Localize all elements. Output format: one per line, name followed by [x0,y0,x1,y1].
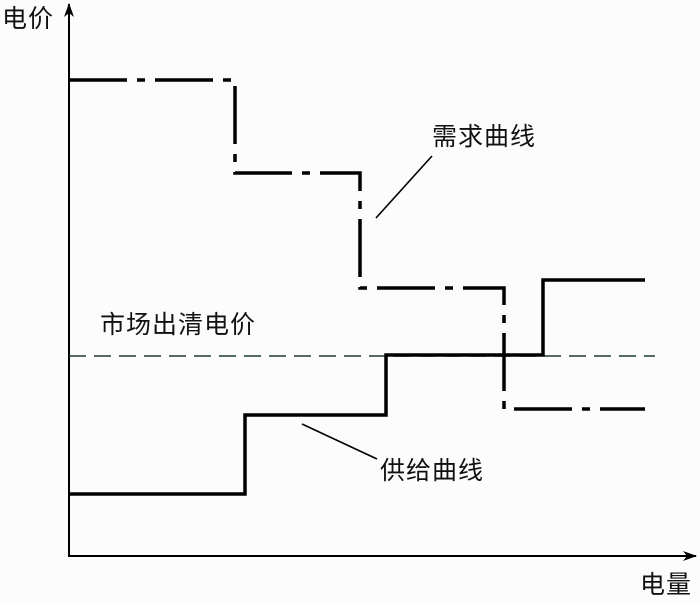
supply-leader-line [301,423,378,460]
x-axis-label: 电量 [640,570,693,599]
axes [64,3,697,561]
y-axis-label: 电价 [2,4,55,33]
clearing-price-label: 市场出清电价 [100,310,257,339]
demand-curve [69,78,645,411]
supply-curve [69,278,645,496]
supply-curve-label: 供给曲线 [380,456,485,485]
demand-curve-label: 需求曲线 [432,122,537,151]
demand-leader-line [375,155,433,219]
